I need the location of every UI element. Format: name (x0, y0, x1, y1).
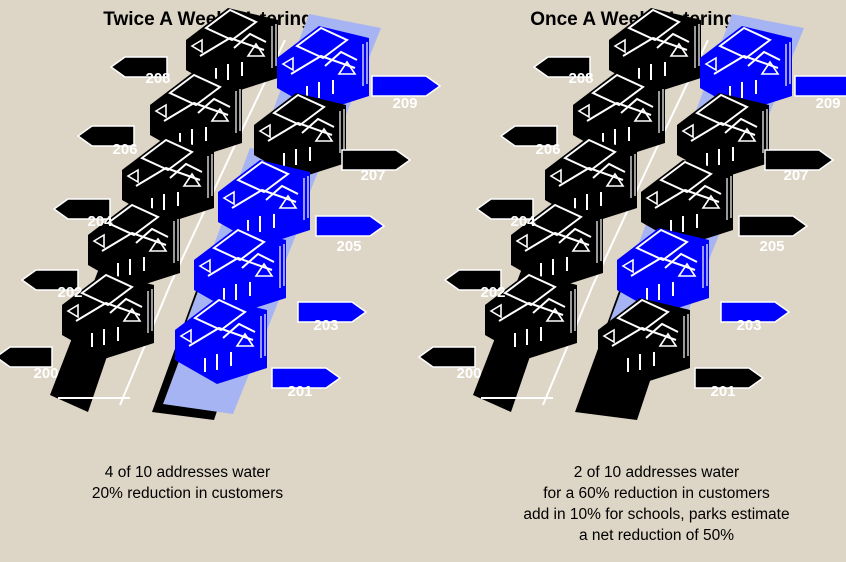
address-number: 203 (736, 317, 761, 334)
caption-line: a net reduction of 50% (578, 527, 735, 544)
address-number: 206 (112, 141, 137, 158)
street-illustration: 208 206 204 202 200 209 207 205 203 201 (417, 8, 846, 420)
house-icon (254, 93, 346, 179)
address-label: 207 (341, 149, 412, 184)
caption-line: add in 10% for schools, parks estimate (523, 506, 790, 523)
caption-line: 20% reduction in customers (91, 485, 284, 502)
caption-line: 4 of 10 addresses water (104, 464, 271, 481)
house-icon (511, 203, 603, 289)
address-number: 202 (480, 284, 505, 301)
address-number: 201 (287, 383, 312, 400)
address-label: 201 (271, 367, 342, 400)
house-icon (186, 8, 278, 94)
address-label: 208 (532, 56, 594, 87)
address-number: 207 (360, 167, 385, 184)
address-label: 203 (720, 301, 791, 334)
address-label: 209 (794, 75, 846, 112)
address-label: 204 (475, 198, 536, 230)
address-label: 201 (694, 367, 765, 400)
address-label: 202 (443, 269, 506, 301)
address-number: 200 (456, 365, 481, 382)
address-label: 200 (417, 346, 482, 382)
address-label: 209 (371, 75, 442, 112)
address-label: 200 (0, 346, 59, 382)
house-icon (175, 298, 267, 384)
house-icon (545, 138, 637, 224)
address-number: 201 (710, 383, 735, 400)
address-number: 203 (313, 317, 338, 334)
address-number: 209 (815, 95, 840, 112)
house-icon (617, 228, 709, 314)
address-number: 206 (535, 141, 560, 158)
address-label: 205 (738, 215, 809, 255)
house-icon (150, 73, 242, 159)
house-icon (573, 73, 665, 159)
house-icon (700, 26, 792, 112)
address-label: 205 (315, 215, 386, 255)
house-icon (88, 203, 180, 289)
address-number: 208 (568, 70, 593, 87)
address-label: 202 (20, 269, 83, 301)
address-number: 205 (759, 238, 784, 255)
house-icon (485, 273, 577, 359)
house-icon (677, 93, 769, 179)
address-number: 200 (33, 365, 58, 382)
street-illustration: 208 206 204 202 200 209 207 205 203 201 (0, 8, 442, 420)
address-label: 203 (297, 301, 368, 334)
address-number: 204 (87, 213, 113, 230)
house-icon (194, 228, 286, 314)
panel-caption: 2 of 10 addresses water for a 60% reduct… (445, 462, 846, 546)
address-number: 207 (783, 167, 808, 184)
address-number: 209 (392, 95, 417, 112)
panel-caption: 4 of 10 addresses water 20% reduction in… (0, 462, 399, 504)
address-number: 208 (145, 70, 170, 87)
address-number: 204 (510, 213, 536, 230)
address-label: 206 (499, 125, 561, 158)
house-icon (598, 298, 690, 384)
address-label: 206 (76, 125, 138, 158)
address-label: 208 (109, 56, 171, 87)
address-number: 205 (336, 238, 361, 255)
house-icon (218, 160, 310, 246)
house-icon (122, 138, 214, 224)
caption-line: 2 of 10 addresses water (573, 464, 740, 481)
address-label: 204 (52, 198, 113, 230)
house-icon (62, 273, 154, 359)
address-label: 207 (764, 149, 835, 184)
caption-line: for a 60% reduction in customers (543, 485, 770, 502)
house-icon (641, 160, 733, 246)
address-number: 202 (57, 284, 82, 301)
house-icon (277, 26, 369, 112)
